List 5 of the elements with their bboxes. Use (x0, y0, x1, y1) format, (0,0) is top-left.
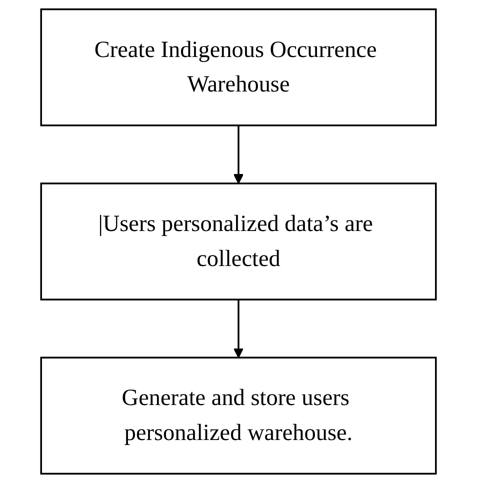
node-box: Generate and store users personalized warehouse. (40, 356, 437, 475)
arrow (233, 300, 244, 358)
node-box: |Users personalized data’s are collected (40, 182, 437, 300)
node-box: Create Indigenous Occurrence Warehouse (40, 8, 437, 126)
arrow (233, 125, 244, 184)
